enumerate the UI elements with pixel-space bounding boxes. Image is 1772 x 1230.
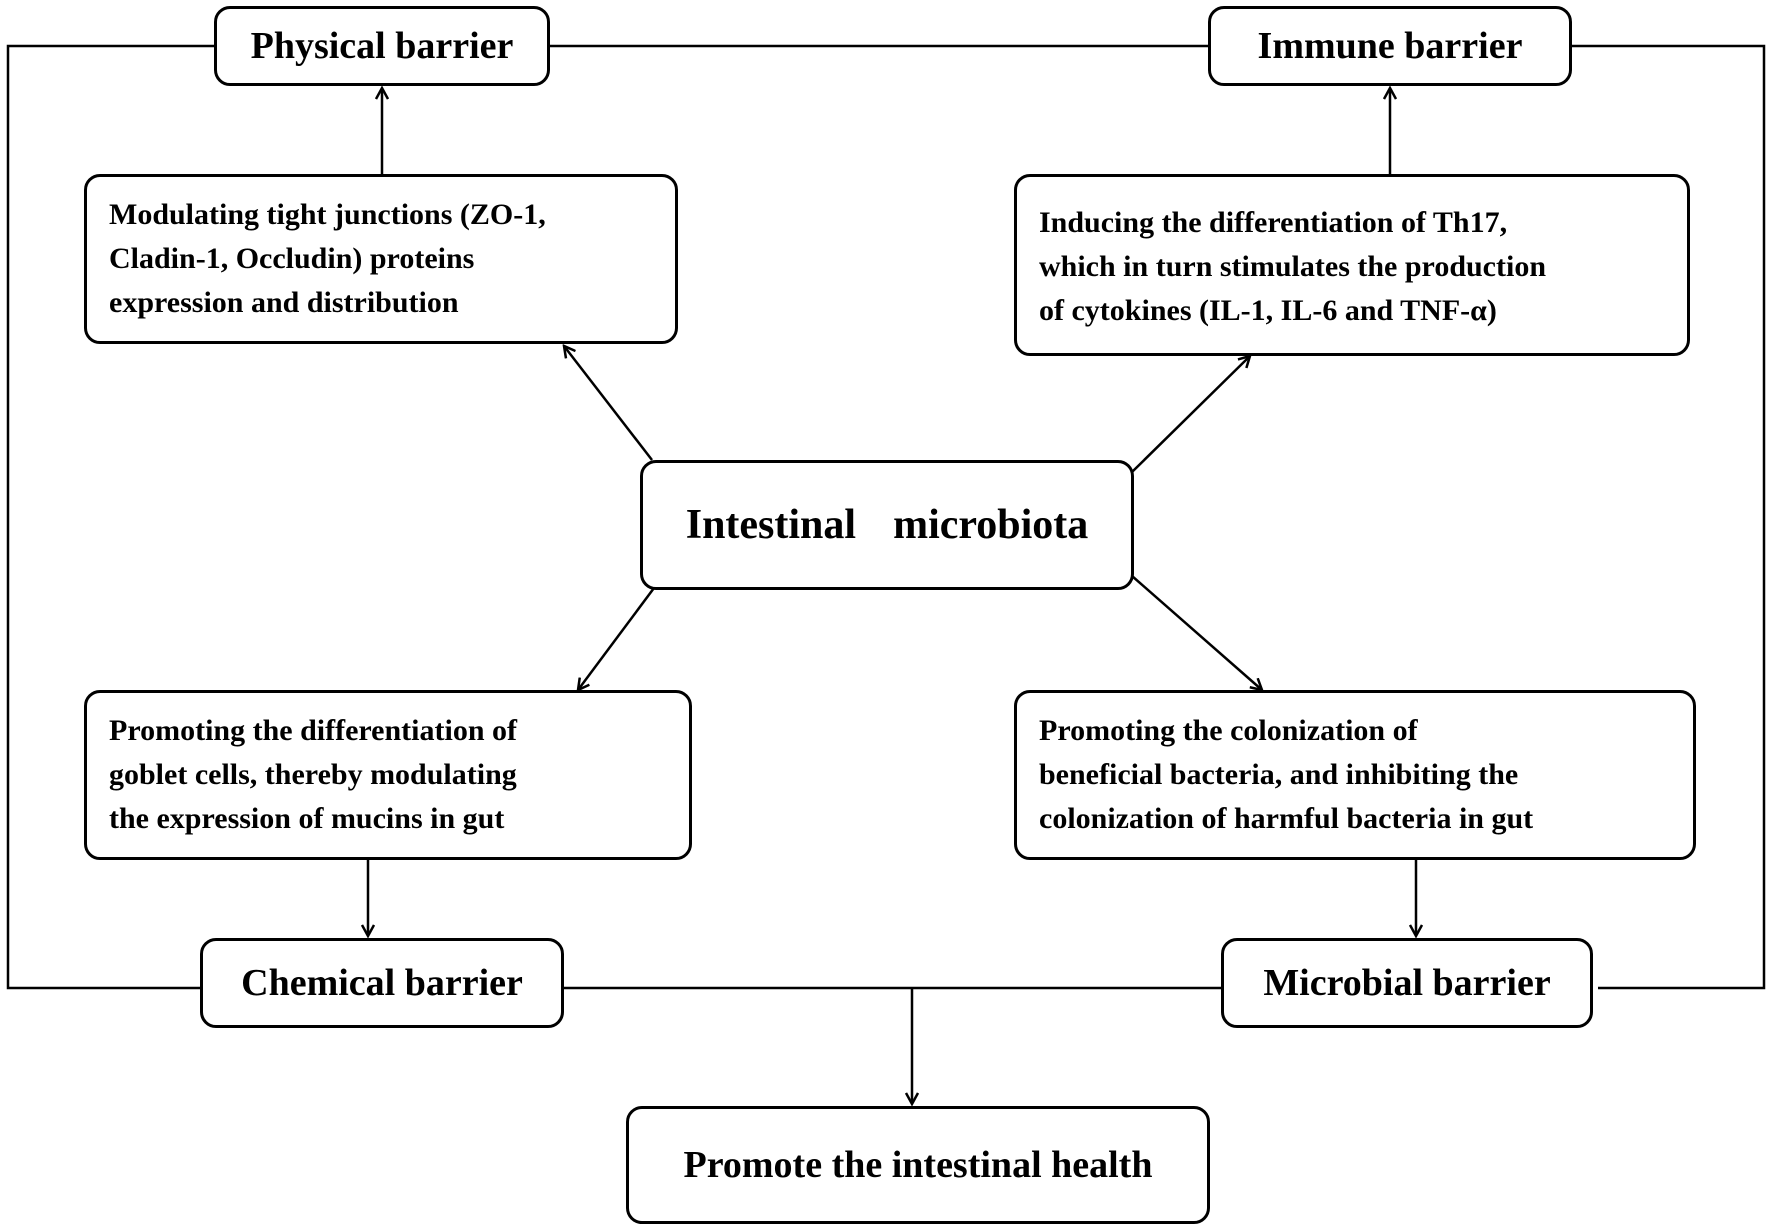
- colonization-box: Promoting the colonization of beneficial…: [1014, 690, 1696, 860]
- colonization-line-1: Promoting the colonization of: [1039, 714, 1418, 747]
- goblet-line-1: Promoting the differentiation of: [109, 714, 518, 747]
- frame-line-top: [6, 44, 214, 990]
- physical-barrier-label: Physical barrier: [250, 25, 514, 67]
- arrow-center-to-colonization: [1131, 575, 1262, 690]
- arrow-center-to-tight-junctions: [564, 346, 653, 461]
- goblet-line-2: goblet cells, thereby modulating: [109, 758, 517, 791]
- intestinal-health-box: Promote the intestinal health: [626, 1106, 1210, 1224]
- goblet-line-3: the expression of mucins in gut: [109, 802, 505, 835]
- immune-barrier-label: Immune barrier: [1257, 25, 1523, 67]
- chemical-barrier-box: Chemical barrier: [200, 938, 564, 1028]
- colonization-line-3: colonization of harmful bacteria in gut: [1039, 802, 1534, 835]
- physical-barrier-box: Physical barrier: [214, 6, 550, 86]
- th17-line-1: Inducing the differentiation of Th17,: [1039, 206, 1508, 239]
- intestinal-health-label: Promote the intestinal health: [683, 1144, 1153, 1186]
- arrow-center-to-th17: [1131, 356, 1250, 473]
- intestinal-microbiota-label: Intestinal microbiota: [685, 502, 1089, 548]
- microbial-barrier-label: Microbial barrier: [1263, 962, 1551, 1004]
- immune-barrier-box: Immune barrier: [1208, 6, 1572, 86]
- colonization-line-2: beneficial bacteria, and inhibiting the: [1039, 758, 1519, 791]
- th17-box: Inducing the differentiation of Th17, wh…: [1014, 174, 1690, 356]
- tight-junctions-box: Modulating tight junctions (ZO-1, Cladin…: [84, 174, 678, 344]
- chemical-barrier-label: Chemical barrier: [241, 962, 523, 1004]
- microbial-barrier-box: Microbial barrier: [1221, 938, 1593, 1028]
- tight-junctions-line-1: Modulating tight junctions (ZO-1,: [109, 198, 546, 231]
- tight-junctions-line-2: Cladin-1, Occludin) proteins: [109, 242, 475, 275]
- intestinal-microbiota-box: Intestinal microbiota: [640, 460, 1134, 590]
- tight-junctions-line-3: expression and distribution: [109, 286, 459, 319]
- frame-line-right: [1570, 44, 1766, 990]
- arrow-center-to-goblet: [578, 587, 656, 690]
- goblet-cells-box: Promoting the differentiation of goblet …: [84, 690, 692, 860]
- th17-line-3: of cytokines (IL-1, IL-6 and TNF-α): [1039, 294, 1497, 327]
- th17-line-2: which in turn stimulates the production: [1039, 250, 1547, 283]
